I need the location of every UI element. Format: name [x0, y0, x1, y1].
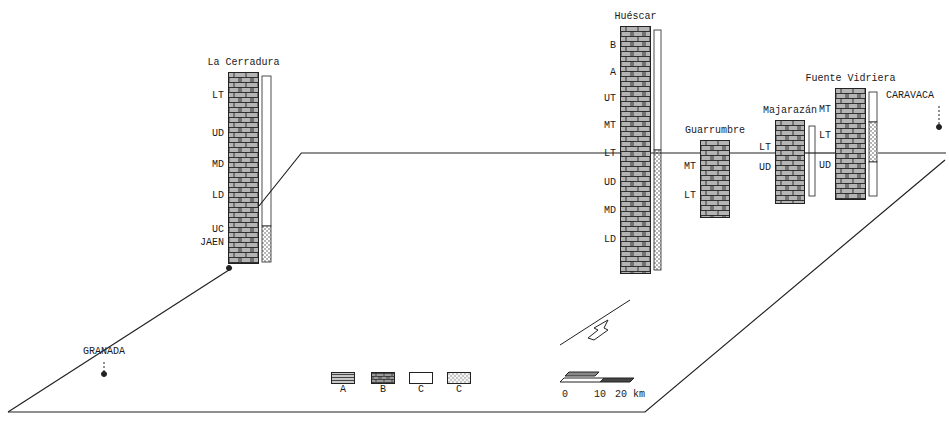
unit-label: LT: [212, 90, 224, 102]
legend-item: A: [330, 372, 356, 396]
column-fill: [620, 26, 651, 274]
scale-label: 0: [562, 389, 568, 401]
location-marker: [102, 106, 942, 377]
unit-label: LT: [684, 190, 696, 202]
section-link: [805, 152, 835, 153]
column-fill: [775, 120, 805, 204]
unit-label: UT: [604, 93, 616, 105]
legend-swatch: [331, 372, 355, 384]
section-name: Majarazán: [763, 105, 817, 117]
section-link: [651, 152, 700, 153]
map-outline: [8, 153, 946, 412]
place-name: JAEN: [200, 237, 224, 249]
unit-label: LT: [759, 142, 771, 154]
legend-swatch: [447, 372, 471, 384]
unit-label: B: [610, 40, 616, 52]
unit-label: A: [610, 67, 616, 79]
scale-label: 20 km: [615, 389, 645, 401]
legend-swatch: [409, 372, 433, 384]
section-name: Guarrumbre: [685, 125, 745, 137]
unit-label: LT: [819, 130, 831, 142]
stratigraphic-column: Fuente Vidriera: [835, 88, 866, 200]
unit-label: MD: [212, 159, 224, 171]
unit-label: UD: [759, 162, 771, 174]
unit-label: MT: [819, 104, 831, 116]
section-name: La Cerradura: [207, 57, 279, 69]
stratigraphic-column: Guarrumbre: [700, 140, 730, 218]
unit-label: MT: [604, 120, 616, 132]
section-name: Huéscar: [614, 11, 656, 23]
unit-label: UC: [212, 224, 224, 236]
legend-item: C: [446, 372, 472, 396]
legend-label: B: [370, 384, 396, 396]
legend-label: C: [446, 384, 472, 396]
unit-label: MD: [604, 205, 616, 217]
unit-label: LD: [212, 190, 224, 202]
unit-label: LD: [604, 234, 616, 246]
stratigraphic-column: La Cerradura: [228, 72, 259, 264]
column-sidebar: [262, 30, 877, 270]
unit-label: UD: [819, 160, 831, 172]
column-fill: [228, 72, 259, 264]
section-name: Fuente Vidriera: [805, 73, 895, 85]
stratigraphic-column: Majarazán: [775, 120, 805, 204]
column-fill: [835, 88, 866, 200]
place-name: CARAVACA: [886, 90, 934, 102]
scale-bar: [560, 372, 634, 382]
unit-label: UD: [212, 128, 224, 140]
column-fill: [700, 140, 730, 218]
legend-swatch: [371, 372, 395, 384]
place-name: GRANADA: [83, 346, 125, 358]
scale-label: 10: [594, 389, 606, 401]
legend-label: C: [408, 384, 434, 396]
unit-label: MT: [684, 161, 696, 173]
legend-item: B: [370, 372, 396, 396]
stratigraphic-column: Huéscar: [620, 26, 651, 274]
unit-label: UD: [604, 177, 616, 189]
legend-label: A: [330, 384, 356, 396]
unit-label: LT: [604, 148, 616, 160]
north-arrow: [560, 300, 630, 345]
legend-item: C: [408, 372, 434, 396]
section-link: [259, 153, 620, 206]
